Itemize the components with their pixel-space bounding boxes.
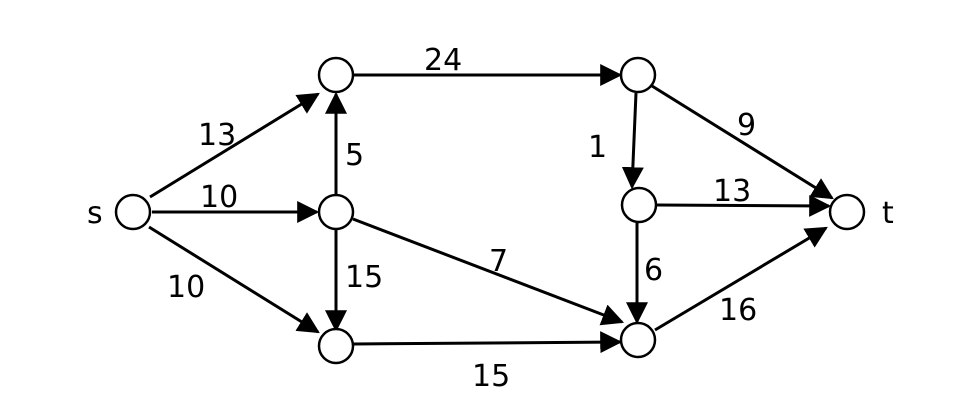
node-label-t: t xyxy=(882,196,894,231)
edge-label-s-a: 13 xyxy=(198,118,236,153)
node-f xyxy=(619,321,657,359)
edge-label-b-f: 7 xyxy=(489,244,508,279)
edge-label-d-e: 1 xyxy=(588,130,607,165)
edge-label-e-t: 13 xyxy=(713,174,751,209)
edge-labels: 13 10 10 5 15 7 24 15 1 9 13 6 16 xyxy=(167,43,757,394)
node-e xyxy=(620,186,658,224)
edge-f-t xyxy=(654,226,828,332)
edges xyxy=(148,64,834,354)
edge-d-t xyxy=(651,84,834,200)
edge-label-b-c: 15 xyxy=(345,260,383,295)
nodes xyxy=(114,56,866,365)
edge-label-s-c: 10 xyxy=(167,270,205,305)
edge-e-t xyxy=(656,194,832,217)
node-a xyxy=(317,56,355,94)
edge-d-e xyxy=(621,92,644,190)
edge-s-c xyxy=(148,225,320,334)
node-label-s: s xyxy=(87,196,103,231)
node-d xyxy=(619,56,657,94)
node-s xyxy=(114,193,152,231)
edge-b-f xyxy=(352,217,625,326)
node-t xyxy=(828,193,866,231)
edge-label-d-t: 9 xyxy=(737,108,756,143)
edge-c-f xyxy=(353,331,623,354)
edge-s-a xyxy=(149,92,320,199)
edge-label-c-f: 15 xyxy=(472,359,510,394)
edge-label-e-f: 6 xyxy=(644,253,663,288)
edge-label-f-t: 16 xyxy=(719,293,757,328)
edge-label-s-b: 10 xyxy=(200,180,238,215)
node-c xyxy=(317,327,355,365)
edge-label-b-a: 5 xyxy=(345,138,364,173)
node-b xyxy=(317,193,355,231)
node-labels: s t xyxy=(87,196,894,231)
edge-label-a-d: 24 xyxy=(424,43,462,78)
